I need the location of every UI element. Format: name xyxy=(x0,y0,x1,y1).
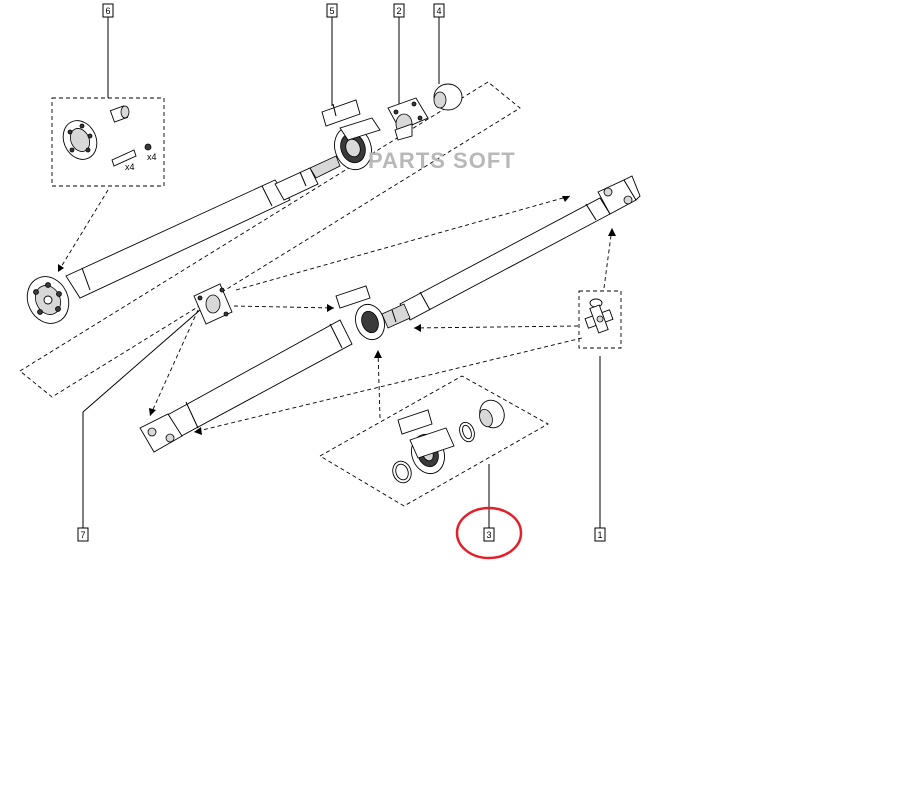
coupling-kit-6: x4 x4 xyxy=(62,105,157,172)
group-box-1 xyxy=(578,290,622,349)
highlight-circle xyxy=(455,506,523,560)
callout-2: 2 xyxy=(393,3,405,18)
group-box-5-2-4 xyxy=(19,81,521,398)
callout-6: 6 xyxy=(102,3,114,18)
svg-text:4: 4 xyxy=(436,6,441,16)
callout-4: 4 xyxy=(433,3,445,18)
callout-3: 3 xyxy=(483,527,495,542)
callout-7: 7 xyxy=(77,527,89,542)
front-shaft xyxy=(65,155,341,299)
center-bearing-kit-3 xyxy=(392,399,505,484)
callout-5: 5 xyxy=(326,3,338,18)
assembly-arrows xyxy=(57,189,616,435)
center-bearing-installed xyxy=(335,285,411,341)
leader-lines xyxy=(82,17,601,528)
center-bearing-5 xyxy=(321,99,381,171)
svg-text:7: 7 xyxy=(80,530,85,540)
svg-text:1: 1 xyxy=(597,530,602,540)
flange-7 xyxy=(193,283,233,325)
universal-joint-kit-1 xyxy=(584,298,614,334)
svg-text:3: 3 xyxy=(486,530,491,540)
svg-text:6: 6 xyxy=(105,6,110,16)
flex-coupling-installed xyxy=(26,276,70,324)
callout-1: 1 xyxy=(594,527,606,542)
universal-joint-right xyxy=(597,175,641,215)
watermark: PARTS SOFT xyxy=(368,148,516,173)
svg-text:2: 2 xyxy=(396,6,401,16)
quantity-label-nut: x4 xyxy=(147,152,157,162)
svg-text:5: 5 xyxy=(329,6,334,16)
universal-joint-left xyxy=(139,413,183,453)
nut-4 xyxy=(433,83,463,111)
flange-2 xyxy=(387,97,429,141)
group-box-3 xyxy=(319,375,549,507)
quantity-label-bolt: x4 xyxy=(125,162,135,172)
